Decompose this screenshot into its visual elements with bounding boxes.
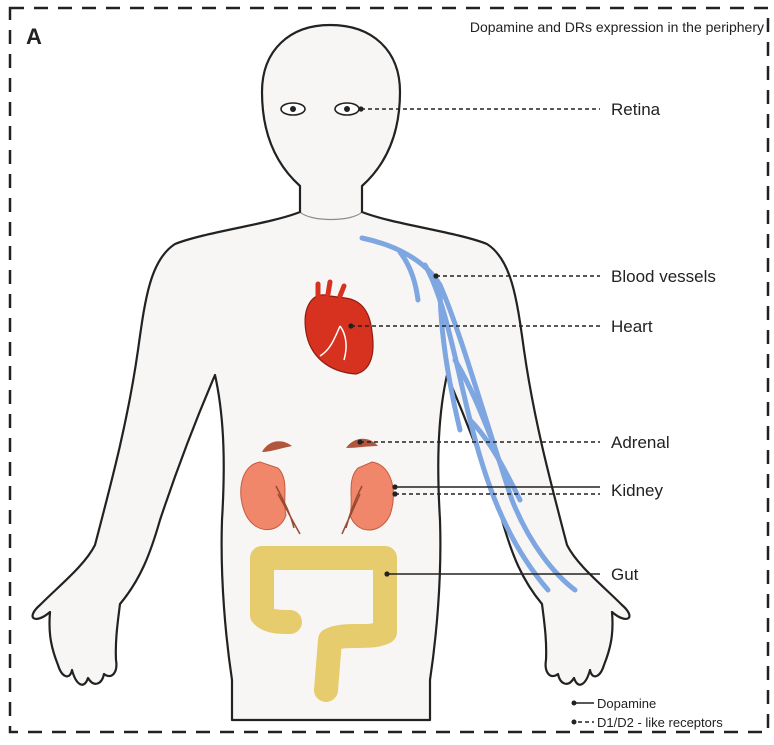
label-gut: Gut <box>611 565 639 584</box>
right-eye-icon <box>335 103 359 115</box>
label-heart: Heart <box>611 317 653 336</box>
legend-receptors-dot <box>572 720 577 725</box>
legend: Dopamine D1/D2 - like receptors <box>572 696 724 730</box>
label-retina: Retina <box>611 100 661 119</box>
legend-dopamine: Dopamine <box>597 696 656 711</box>
panel-title: Dopamine and DRs expression in the perip… <box>470 19 764 35</box>
legend-receptors: D1/D2 - like receptors <box>597 715 723 730</box>
left-eye-icon <box>281 103 305 115</box>
body-silhouette <box>33 25 630 720</box>
label-kidney: Kidney <box>611 481 663 500</box>
label-adrenal: Adrenal <box>611 433 670 452</box>
label-blood-vessels: Blood vessels <box>611 267 716 286</box>
panel-letter: A <box>26 24 42 49</box>
